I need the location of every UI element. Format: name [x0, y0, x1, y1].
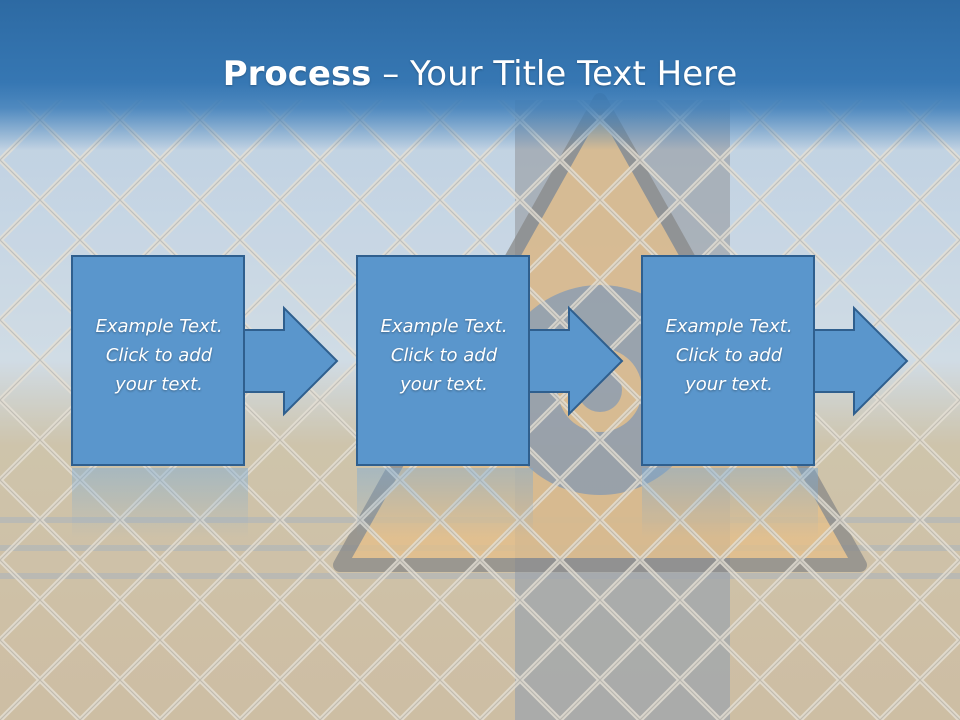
- step-box: [356, 255, 530, 466]
- step-text[interactable]: Example Text. Click to add your text.: [72, 312, 246, 399]
- step-line: your text.: [115, 374, 203, 395]
- arrow-right-icon: [813, 305, 909, 417]
- step-line: your text.: [400, 374, 488, 395]
- step-line: Example Text.: [380, 316, 508, 337]
- process-step-2[interactable]: Example Text. Click to add your text.: [356, 255, 637, 466]
- title-rest: – Your Title Text Here: [371, 54, 738, 94]
- step-reflection: [642, 468, 818, 538]
- slide-title[interactable]: Process – Your Title Text Here: [0, 52, 960, 96]
- title-bar: [0, 0, 960, 150]
- arrow-right-icon: [528, 305, 624, 417]
- process-step-3[interactable]: Example Text. Click to add your text.: [641, 255, 922, 466]
- step-box: [71, 255, 245, 466]
- step-line: Click to add: [390, 345, 498, 366]
- step-text[interactable]: Example Text. Click to add your text.: [357, 312, 531, 399]
- step-reflection: [72, 468, 248, 538]
- step-text[interactable]: Example Text. Click to add your text.: [642, 312, 816, 399]
- process-step-1[interactable]: Example Text. Click to add your text.: [71, 255, 352, 466]
- step-line: Example Text.: [665, 316, 793, 337]
- step-line: Click to add: [675, 345, 783, 366]
- title-bold: Process: [222, 54, 372, 94]
- step-line: Example Text.: [95, 316, 223, 337]
- step-box: [641, 255, 815, 466]
- step-line: your text.: [685, 374, 773, 395]
- step-line: Click to add: [105, 345, 213, 366]
- step-reflection: [357, 468, 533, 538]
- arrow-right-icon: [243, 305, 339, 417]
